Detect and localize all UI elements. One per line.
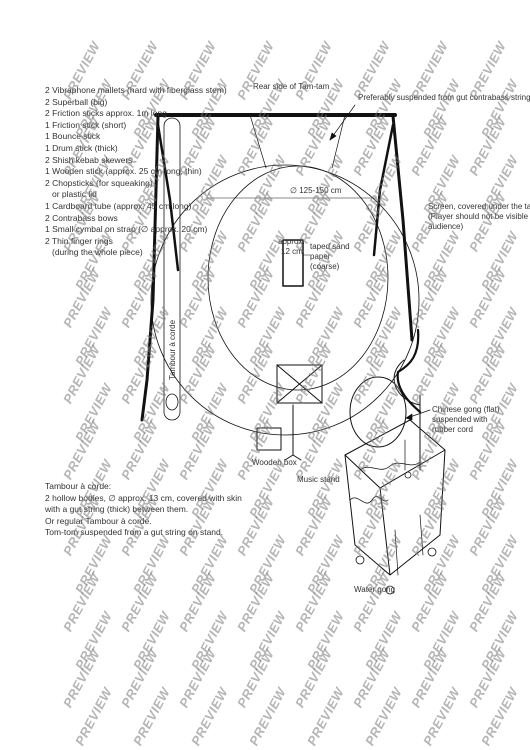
list-item: 1 Drum stick (thick) <box>45 142 118 153</box>
frame-left-leg <box>140 114 160 422</box>
list-item: 2 Chopsticks (for squeaking) <box>45 177 153 188</box>
label-taped-2: paper <box>310 252 331 261</box>
wooden-box-small <box>256 427 282 451</box>
label-approx-size: 12 cm <box>281 247 303 256</box>
string-left <box>249 114 267 169</box>
wooden-box-crossed <box>276 364 323 404</box>
list-item: 1 Friction stick (short) <box>45 119 127 130</box>
label-suspended: Preferably suspended from gut contrabass… <box>358 93 530 102</box>
list-item: 1 Bounce stick <box>45 131 101 142</box>
materials-list: 2 Vibraphone mallets (hard with fibergla… <box>45 85 227 259</box>
list-item: 2 Friction sticks approx. 1m long <box>45 108 167 119</box>
label-taped-3: (coarse) <box>310 262 340 271</box>
label-wooden-box: Wooden box <box>252 458 297 467</box>
list-item: with a gut string (thick) between them. <box>45 504 189 515</box>
chinese-gong <box>349 376 407 448</box>
suspension-arrow <box>329 104 356 141</box>
frame-left-brace <box>156 123 180 272</box>
list-item: (during the whole piece) <box>52 247 143 258</box>
frame-right-brace <box>372 123 395 257</box>
list-item: 2 Thin finger rings <box>45 235 113 246</box>
outer-circle <box>150 164 420 436</box>
list-item: Tom-tom suspended from a gut string on s… <box>45 527 224 538</box>
label-gong-3: rubber cord <box>432 425 473 434</box>
label-tambour-vertical: Tambour à corde <box>168 319 177 380</box>
label-screen-1: Screen, covered under the tam-tam <box>428 202 530 211</box>
water-gong-box-top <box>344 419 446 489</box>
list-item: 2 Vibraphone mallets (hard with fibergla… <box>45 85 227 95</box>
list-item: Tambour à corde: <box>45 481 112 491</box>
label-rear-side: Rear side of Tam-tam <box>253 82 330 91</box>
frame-right-leg <box>391 114 414 342</box>
label-water-gong: Water gong <box>354 585 396 594</box>
list-item: 2 hollow bodies, ∅ approx. 13 cm, covere… <box>45 492 242 503</box>
list-item: 1 Wooden stick (approx. 25 cm long, thin… <box>45 166 202 177</box>
gong-curve <box>396 328 422 414</box>
label-gong-2: suspended with <box>432 415 488 424</box>
list-item: or plastic lid <box>52 189 97 200</box>
label-gong-1: Chinese gong (flat) <box>432 405 500 414</box>
list-item: 2 Superball (big) <box>45 96 108 107</box>
water-gong-box-sides <box>344 449 446 576</box>
label-screen-3: audience) <box>428 222 464 231</box>
label-taped-1: taped sand <box>310 242 350 251</box>
label-approx: approx. <box>278 237 305 246</box>
label-music-stand: Music stand <box>297 475 340 484</box>
sandpaper-rect <box>282 239 304 287</box>
string-right <box>331 114 346 169</box>
tambour-a-corde-body <box>163 117 181 421</box>
label-diameter: ∅ 125-150 cm <box>290 186 342 195</box>
music-stand <box>284 404 302 461</box>
list-item: 1 Small cymbal on strap (∅ approx. 20 cm… <box>45 224 208 235</box>
label-screen-2: (Player should not be visible to the <box>428 212 530 221</box>
list-item: Or regular Tambour à corde. <box>45 515 152 526</box>
list-item: 2 Shish kebab skewers <box>45 154 133 165</box>
tam-tam-circle <box>207 165 389 391</box>
list-item: 2 Contrabass bows <box>45 212 118 223</box>
tambour-notes: Tambour à corde: 2 hollow bodies, ∅ appr… <box>45 481 242 539</box>
list-item: 1 Cardboard tube (approx. 45 cm long) <box>45 200 192 211</box>
